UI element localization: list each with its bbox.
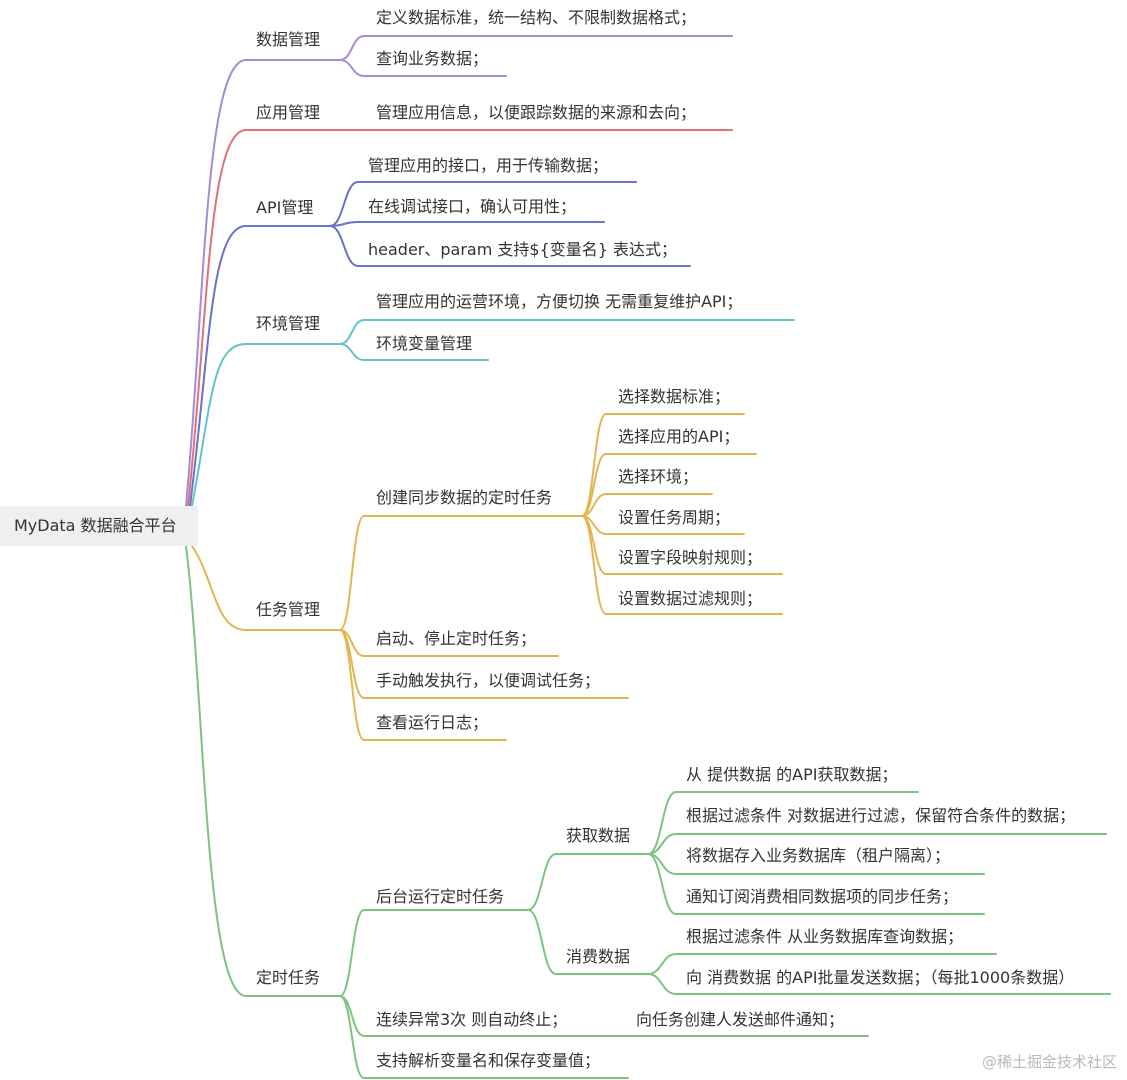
root-node-label: MyData 数据融合平台 [14, 516, 177, 535]
connector-create-item-6 [581, 515, 607, 615]
connector-root-app-mgmt [187, 129, 247, 507]
connector-env-item-1 [339, 319, 365, 345]
connector-create-item-2 [581, 453, 607, 517]
branch-task-mgmt-label: 任务管理 [256, 600, 321, 619]
task-mgmt-item-2: 手动触发执行，以便调试任务； [376, 671, 601, 690]
fetch-item-1: 从 提供数据 的API获取数据； [686, 765, 898, 784]
branch-app-mgmt-label: 应用管理 [256, 103, 321, 122]
connector-root-task-mgmt [191, 545, 247, 631]
connector-data-mgmt-item-1 [339, 35, 365, 61]
timed-failure-label: 连续异常3次 则自动终止； [376, 1010, 568, 1029]
connector-root-timed-task [185, 545, 247, 997]
task-create-item-2: 选择应用的API； [618, 427, 740, 446]
task-mgmt-item-3: 查看运行日志； [376, 713, 489, 732]
connector-root-data-mgmt [185, 59, 247, 507]
connector-consume-item-2 [647, 973, 677, 995]
env-mgmt-item-2: 环境变量管理 [376, 334, 473, 353]
timed-vars-label: 支持解析变量名和保存变量值； [376, 1051, 601, 1070]
connector-api-item-1 [329, 181, 359, 227]
connector-fetch-item-4 [647, 853, 677, 915]
fetch-item-4: 通知订阅消费相同数据项的同步任务； [686, 887, 959, 906]
fetch-item-2: 根据过滤条件 对数据进行过滤，保留符合条件的数据； [686, 806, 1076, 825]
consume-item-2: 向 消费数据 的API批量发送数据；（每批1000条数据） [686, 968, 1075, 987]
root-node-box [0, 506, 198, 546]
timed-failure-notify: 向任务创建人发送邮件通知； [636, 1010, 845, 1029]
connector-data-mgmt-item-2 [339, 59, 365, 77]
branch-env-mgmt-label: 环境管理 [256, 314, 321, 333]
consume-item-1: 根据过滤条件 从业务数据库查询数据； [686, 927, 964, 946]
api-mgmt-item-1: 管理应用的接口，用于传输数据； [368, 156, 609, 175]
connector-root-env-mgmt [191, 343, 247, 507]
connector-create-item-1 [581, 413, 607, 517]
api-mgmt-item-2: 在线调试接口，确认可用性； [368, 197, 577, 216]
connector-env-item-2 [339, 343, 365, 361]
data-mgmt-item-2: 查询业务数据； [376, 49, 489, 68]
data-mgmt-item-1: 定义数据标准，统一结构、不限制数据格式； [376, 8, 697, 27]
task-create-item-3: 选择环境； [618, 467, 699, 486]
task-create-item-5: 设置字段映射规则； [618, 548, 763, 567]
connector-background-consume [527, 909, 557, 975]
task-mgmt-item-1: 启动、停止定时任务； [376, 629, 537, 648]
connector-timed-background [339, 909, 365, 997]
task-create-item-1: 选择数据标准； [618, 387, 731, 406]
connector-fetch-item-1 [647, 791, 677, 855]
env-mgmt-item-1: 管理应用的运营环境，方便切换 无需重复维护API； [376, 292, 743, 311]
fetch-data-label: 获取数据 [566, 826, 631, 845]
connector-consume-item-1 [647, 953, 677, 975]
connector-timed-vars [339, 995, 365, 1079]
branch-data-mgmt-label: 数据管理 [256, 30, 321, 49]
connector-background-fetch [527, 853, 557, 911]
task-create-label: 创建同步数据的定时任务 [376, 488, 553, 507]
connector-root-api-mgmt [189, 225, 247, 507]
timed-background-label: 后台运行定时任务 [376, 887, 505, 906]
branch-api-mgmt-label: API管理 [256, 198, 314, 217]
task-create-item-6: 设置数据过滤规则； [618, 589, 763, 608]
watermark: @稀土掘金技术社区 [981, 1053, 1117, 1071]
consume-data-label: 消费数据 [566, 947, 631, 966]
connector-api-item-3 [329, 225, 359, 267]
api-mgmt-item-3: header、param 支持${变量名} 表达式； [368, 240, 678, 259]
branch-timed-task-label: 定时任务 [256, 968, 321, 987]
connector-task-create [339, 515, 365, 631]
app-mgmt-item-1: 管理应用信息，以便跟踪数据的来源和去向； [376, 103, 697, 122]
task-create-item-4: 设置任务周期； [618, 508, 731, 527]
connector-timed-failure [339, 995, 365, 1037]
connector-task-item-3 [339, 629, 365, 741]
fetch-item-3: 将数据存入业务数据库（租户隔离）； [686, 846, 951, 865]
